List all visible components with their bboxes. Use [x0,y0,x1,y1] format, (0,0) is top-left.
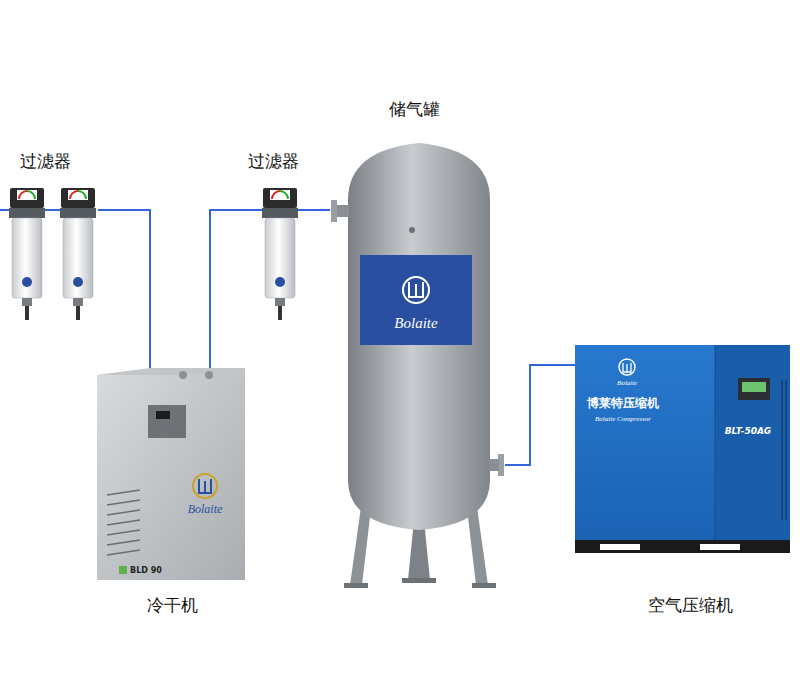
brand-name-cn: 博莱特压缩机 [587,397,659,411]
brand-name: Bolaite [617,379,637,387]
model-number: BLT-50AG [725,426,772,436]
component-label: 过滤器 [248,152,299,172]
filter-pair: 过滤器 [8,186,98,322]
air-pipe [298,209,330,211]
air-tank: 储气罐Bolaite [330,140,505,590]
component-label: 冷干机 [147,596,198,616]
filter: 过滤器 [262,186,298,322]
component-label: 空气压缩机 [648,596,733,616]
brand-name: Bolaite [394,315,437,332]
air-compressor: 空气压缩机Bolaite博莱特压缩机Bolaite CompressorBLT-… [575,345,790,553]
brand-subtitle: Bolaite Compressor [595,415,651,423]
air-pipe [98,210,150,368]
brand-name: Bolaite [188,503,223,517]
refrigerated-dryer: 冷干机BolaiteBLD 90 [97,368,245,580]
air-pipe [505,365,575,465]
component-label: 储气罐 [389,100,440,120]
component-label: 过滤器 [20,152,71,172]
model-number: BLD 90 [130,566,162,575]
air-pipe [210,210,262,368]
